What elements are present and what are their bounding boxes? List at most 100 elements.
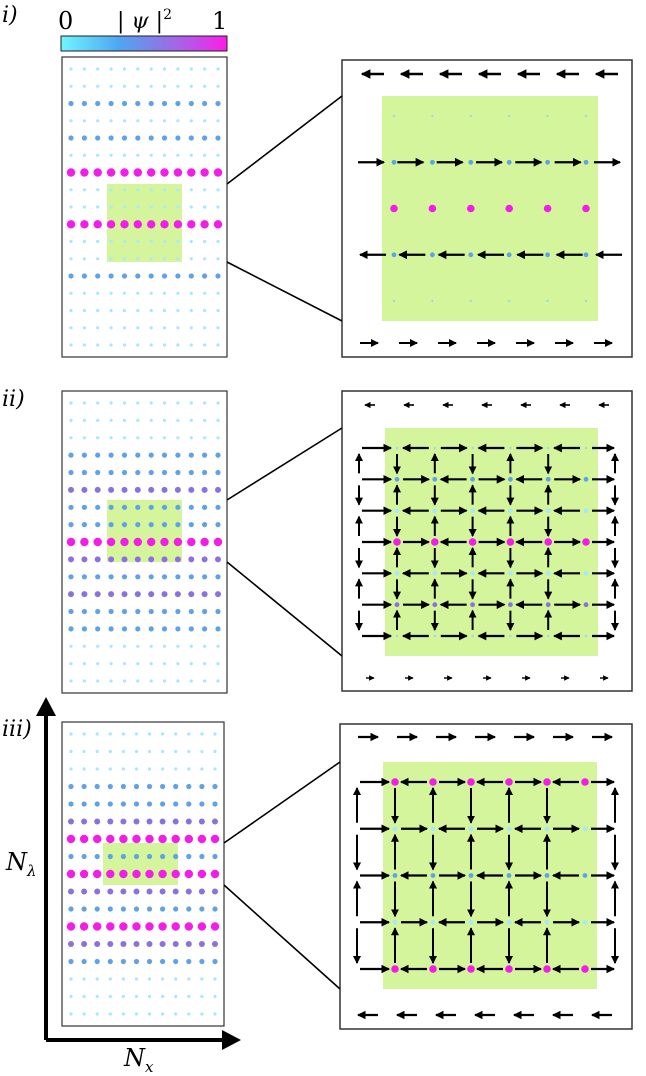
lattice-site bbox=[121, 574, 128, 580]
lattice-site bbox=[108, 556, 115, 563]
lattice-site bbox=[94, 853, 100, 860]
lattice-site bbox=[69, 749, 73, 754]
lattice-site bbox=[82, 749, 86, 754]
lattice-site bbox=[81, 941, 88, 947]
zoom-site bbox=[582, 538, 590, 546]
lattice-site bbox=[149, 326, 153, 330]
lattice-site bbox=[82, 436, 86, 440]
lattice-site bbox=[172, 941, 179, 947]
lattice-site bbox=[216, 401, 220, 405]
zoom-site bbox=[392, 873, 398, 878]
lattice-site bbox=[134, 486, 141, 493]
zoom-site bbox=[391, 159, 397, 165]
lattice-site bbox=[96, 308, 100, 313]
lattice-site bbox=[68, 853, 74, 860]
lattice-site bbox=[189, 291, 193, 295]
lattice-site bbox=[176, 644, 180, 648]
lattice-site bbox=[215, 504, 221, 510]
lattice-site bbox=[202, 100, 208, 107]
lattice-site bbox=[203, 84, 207, 88]
zoom-site bbox=[394, 602, 400, 608]
lattice-site bbox=[135, 522, 141, 528]
lattice-site bbox=[216, 343, 220, 347]
lattice-site bbox=[187, 1012, 191, 1016]
lattice-site bbox=[199, 801, 205, 807]
lattice-site bbox=[162, 679, 167, 683]
lattice-site bbox=[146, 818, 153, 825]
lattice-site bbox=[176, 291, 180, 295]
lattice-site bbox=[108, 1012, 112, 1016]
zoom-site bbox=[582, 826, 588, 832]
zoom-site bbox=[430, 873, 436, 878]
lattice-site bbox=[81, 888, 88, 895]
lattice-site bbox=[122, 308, 127, 313]
lattice-site bbox=[145, 922, 154, 931]
lattice-site bbox=[68, 504, 74, 510]
lattice-site bbox=[215, 574, 221, 580]
lattice-site bbox=[134, 1012, 139, 1016]
lattice-site bbox=[188, 100, 194, 107]
zoom-site bbox=[432, 570, 438, 576]
zoom-site bbox=[508, 602, 513, 608]
lattice-site bbox=[149, 84, 153, 88]
lattice-site bbox=[82, 401, 86, 405]
lattice-site bbox=[197, 869, 207, 879]
lattice-site bbox=[132, 834, 141, 844]
lattice-site bbox=[158, 922, 167, 931]
lattice-site bbox=[81, 273, 87, 279]
lattice-panel-ii bbox=[61, 390, 228, 694]
lattice-site bbox=[96, 644, 100, 648]
lattice-site bbox=[108, 591, 115, 598]
zoom-site bbox=[429, 778, 437, 786]
lattice-site bbox=[120, 958, 126, 965]
lattice-site bbox=[159, 941, 166, 947]
zoom-site bbox=[468, 538, 477, 546]
lattice-site bbox=[160, 537, 169, 547]
lattice-site bbox=[189, 205, 193, 209]
zoom-site bbox=[545, 602, 551, 608]
lattice-site bbox=[82, 679, 86, 683]
zoom-site bbox=[433, 446, 436, 450]
lattice-site bbox=[69, 326, 73, 330]
lattice-site bbox=[122, 291, 127, 295]
lattice-site bbox=[136, 401, 140, 405]
lattice-site bbox=[108, 522, 114, 528]
zoom-site bbox=[584, 634, 588, 638]
lattice-site bbox=[148, 273, 154, 279]
zoom-site bbox=[468, 826, 474, 832]
lattice-site bbox=[186, 958, 192, 965]
lattice-site bbox=[82, 291, 86, 295]
lattice-site bbox=[136, 239, 140, 244]
lattice-site bbox=[82, 188, 86, 192]
lattice-site bbox=[188, 556, 195, 563]
lattice-site bbox=[108, 732, 112, 736]
lattice-site bbox=[203, 205, 207, 209]
lattice-site bbox=[215, 486, 221, 493]
lattice-site bbox=[203, 326, 207, 330]
lattice-site bbox=[82, 418, 86, 422]
lattice-site bbox=[106, 922, 115, 931]
zoom-site bbox=[508, 476, 513, 482]
lattice-site bbox=[160, 168, 169, 177]
lattice-site bbox=[213, 749, 217, 754]
lattice-site bbox=[96, 401, 100, 405]
lattice-site bbox=[66, 537, 76, 547]
lattice-site bbox=[213, 977, 217, 981]
lattice-site bbox=[175, 522, 181, 528]
lattice-site bbox=[149, 67, 153, 71]
zoom-site bbox=[546, 114, 549, 118]
zoom-site bbox=[547, 446, 550, 450]
panel-label-iii: iii) bbox=[2, 717, 32, 742]
lattice-site bbox=[187, 732, 191, 736]
lattice-site bbox=[200, 537, 209, 547]
lattice-site bbox=[146, 801, 153, 807]
lattice-site bbox=[121, 591, 128, 598]
lattice-site bbox=[120, 941, 127, 947]
lattice-site bbox=[69, 257, 73, 261]
lattice-site bbox=[68, 273, 74, 279]
lattice-site bbox=[148, 626, 154, 632]
lattice-site bbox=[158, 869, 167, 879]
lattice-site bbox=[199, 958, 205, 965]
zoom-site bbox=[508, 114, 511, 118]
lattice-site bbox=[162, 308, 167, 313]
